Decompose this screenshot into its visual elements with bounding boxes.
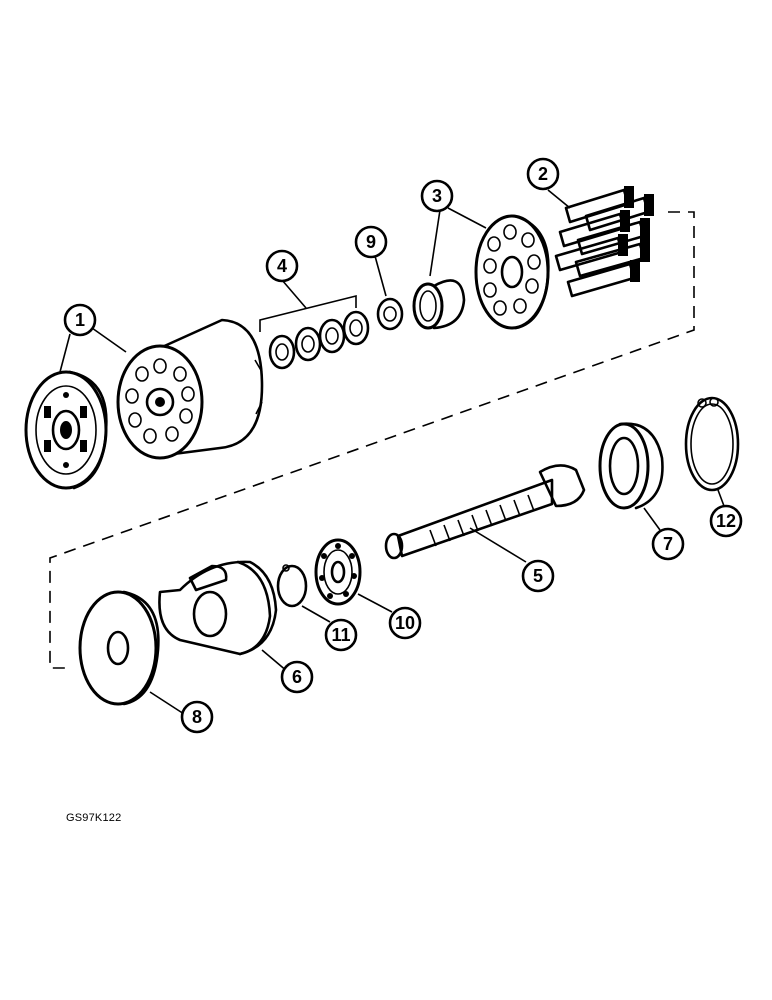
callout-2: 2 [526, 157, 560, 191]
callout-1: 1 [63, 303, 97, 337]
svg-text:4: 4 [277, 256, 287, 276]
callout-12: 12 [709, 504, 743, 538]
svg-text:8: 8 [192, 707, 202, 727]
part-5-shaft [384, 464, 586, 563]
svg-text:3: 3 [432, 186, 442, 206]
callout-10: 10 [388, 606, 422, 640]
assembly-dashed-boundary [49, 211, 695, 669]
svg-text:7: 7 [663, 534, 673, 554]
callout-6: 6 [280, 660, 314, 694]
callout-11: 11 [324, 618, 358, 652]
part-12-snap-ring [684, 396, 740, 507]
callout-4: 4 [265, 249, 299, 283]
svg-text:9: 9 [366, 232, 376, 252]
part-6-swash-housing [158, 560, 289, 673]
callout-8: 8 [180, 700, 214, 734]
part-9-spacer-washer [374, 255, 404, 331]
svg-text:10: 10 [395, 613, 415, 633]
callout-9: 9 [354, 225, 388, 259]
svg-text:12: 12 [716, 511, 736, 531]
leader-1a [59, 333, 71, 373]
svg-text:2: 2 [538, 164, 548, 184]
leader-3a [429, 209, 441, 277]
leader-3b [447, 207, 487, 229]
svg-text:5: 5 [533, 566, 543, 586]
svg-text:11: 11 [331, 625, 350, 645]
part-1-port-plate [24, 370, 108, 490]
part-10-ball-bearing [314, 538, 393, 613]
drawing-code: GS97K122 [66, 812, 122, 824]
svg-text:1: 1 [75, 310, 85, 330]
part-4-shim-washers [259, 279, 370, 370]
part-1-cylinder-barrel [116, 318, 264, 460]
callout-3: 3 [420, 179, 454, 213]
svg-text:6: 6 [292, 667, 302, 687]
part-3-retainer-plate [474, 214, 550, 330]
part-11-circlip [276, 564, 331, 623]
callout-7: 7 [651, 527, 685, 561]
part-7-bearing-cup [598, 422, 664, 531]
part-2-pistons [547, 186, 654, 298]
part-3-spherical-bushing [412, 279, 466, 330]
leader-1b [91, 327, 127, 353]
callout-5: 5 [521, 559, 555, 593]
part-8-thrust-washer [78, 590, 185, 715]
